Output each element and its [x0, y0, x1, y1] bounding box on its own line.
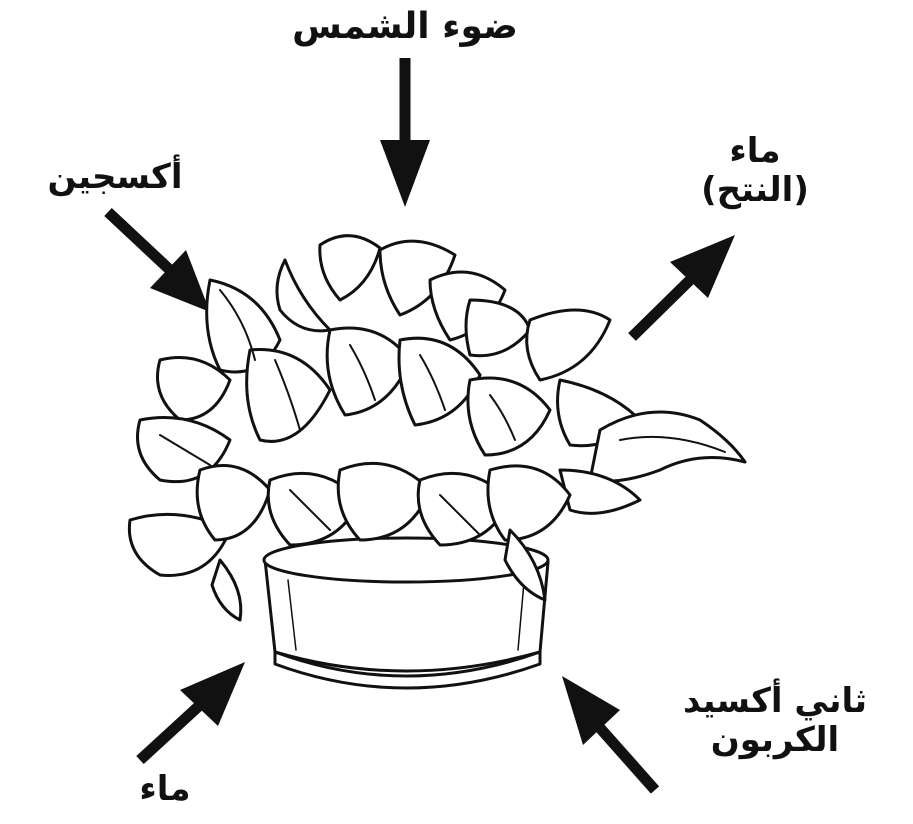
transpiration-water-text: ماء: [640, 132, 870, 171]
oxygen-arrow-icon: [108, 212, 210, 312]
sunlight-label: ضوء الشمس: [255, 6, 555, 47]
water-in-arrow-icon: [140, 662, 245, 760]
co2-label: ثاني أكسيد الكربون: [640, 682, 910, 760]
oxygen-label: أكسجين: [0, 158, 230, 197]
transpiration-label: ماء (النتح): [640, 132, 870, 210]
water-in-label-text: ماء: [80, 770, 250, 809]
sunlight-label-text: ضوء الشمس: [255, 6, 555, 47]
co2-label-line2: الكربون: [640, 721, 910, 760]
oxygen-label-text: أكسجين: [0, 158, 230, 197]
water-in-label: ماء: [80, 770, 250, 809]
co2-label-line1: ثاني أكسيد: [640, 682, 910, 721]
sunlight-arrow-icon: [380, 58, 430, 207]
transpiration-arrow-icon: [632, 235, 735, 337]
transpiration-term-text: (النتح): [640, 171, 870, 210]
potted-plant-icon: [129, 236, 745, 688]
